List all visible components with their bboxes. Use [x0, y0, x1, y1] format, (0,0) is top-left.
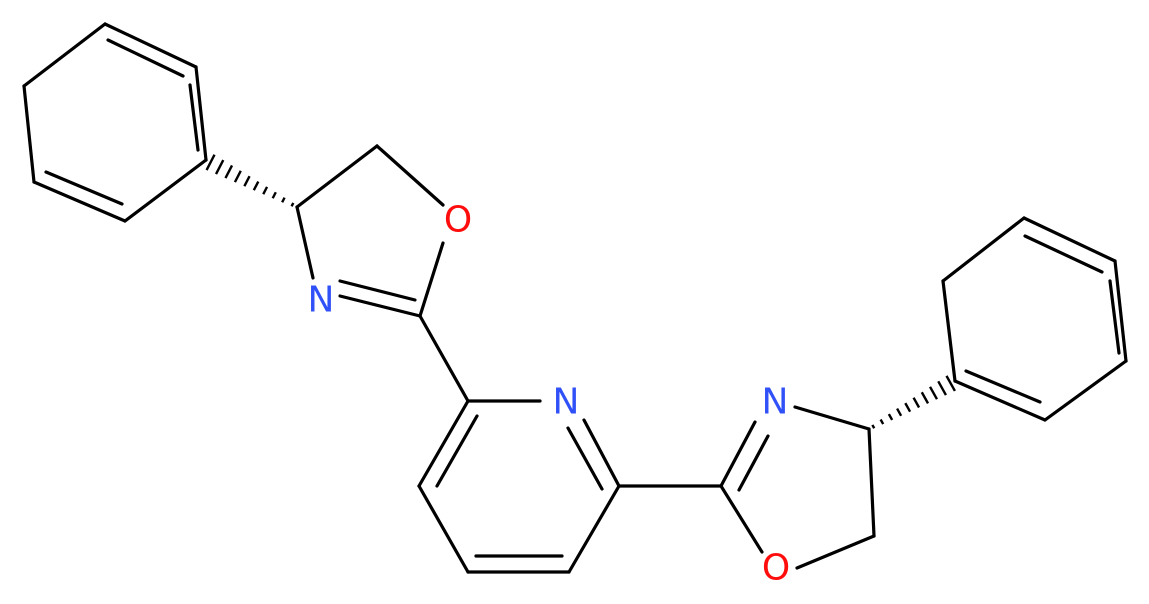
bond-inner [1108, 279, 1121, 355]
hashed-wedge-stroke [871, 424, 876, 429]
hashed-wedge-stroke [928, 386, 939, 400]
atom-labels: N O N N O [308, 200, 791, 589]
bond-inner [964, 369, 1042, 404]
hashed-wedge-stroke [945, 375, 956, 392]
bond [793, 405, 871, 431]
bond [417, 399, 470, 488]
atom-n-oxazoline-left: N [308, 280, 335, 321]
hashed-wedge-stroke [281, 197, 286, 203]
bond [1022, 216, 1117, 263]
bond [795, 534, 876, 570]
bond [22, 22, 107, 88]
bond [582, 418, 621, 488]
atom-n-oxazoline-right: N [762, 382, 789, 423]
bond [867, 427, 876, 538]
bond [1113, 259, 1128, 363]
bond [941, 216, 1026, 283]
bond-inner [106, 38, 185, 78]
atom-o-oxazoline-left: O [444, 200, 472, 241]
hashed-wedge-stroke [271, 191, 277, 199]
bond [123, 158, 208, 223]
bond [418, 314, 470, 403]
bond [32, 180, 127, 223]
hashed-wedge-stroke [887, 413, 894, 421]
atom-n-pyridine: N [553, 382, 580, 423]
bonds-group [22, 22, 1128, 574]
hashed-wedge-stroke [224, 164, 234, 179]
bond [719, 484, 764, 554]
atom-o-oxazoline-right: O [762, 548, 790, 589]
bond-inner [188, 83, 200, 152]
hashed-wedge-stroke [896, 408, 903, 417]
bond-inner [737, 434, 770, 492]
hashed-wedge-stroke [879, 418, 885, 425]
bond [418, 241, 445, 318]
bond-inner [44, 170, 124, 206]
bond [375, 144, 445, 207]
bond [22, 84, 36, 184]
hashed-wedge-stroke [937, 380, 947, 396]
hashed-wedge-bonds [205, 154, 956, 429]
bond [719, 420, 757, 488]
bond-inner [435, 414, 479, 488]
bond [417, 484, 470, 574]
bond [1043, 359, 1128, 422]
hashed-wedge-stroke [262, 186, 269, 195]
bond [295, 205, 315, 280]
hashed-wedge-stroke [290, 202, 295, 207]
bond [567, 484, 621, 574]
bond [194, 65, 208, 162]
bond [941, 279, 957, 383]
hashed-wedge-stroke [252, 180, 260, 191]
bond [295, 144, 379, 209]
bond [103, 22, 198, 69]
bond-inner [1023, 234, 1104, 274]
hashed-wedge-stroke [920, 391, 930, 404]
hashed-wedge-stroke [912, 397, 921, 409]
hashed-wedge-stroke [214, 159, 225, 175]
hashed-wedge-stroke [904, 402, 912, 413]
bond [338, 294, 422, 318]
hashed-wedge-stroke [243, 175, 251, 187]
bond-inner [566, 426, 604, 491]
bond [953, 379, 1047, 422]
bond-inner [338, 279, 417, 302]
hashed-wedge-stroke [205, 154, 216, 171]
hashed-wedge-stroke [233, 170, 242, 183]
